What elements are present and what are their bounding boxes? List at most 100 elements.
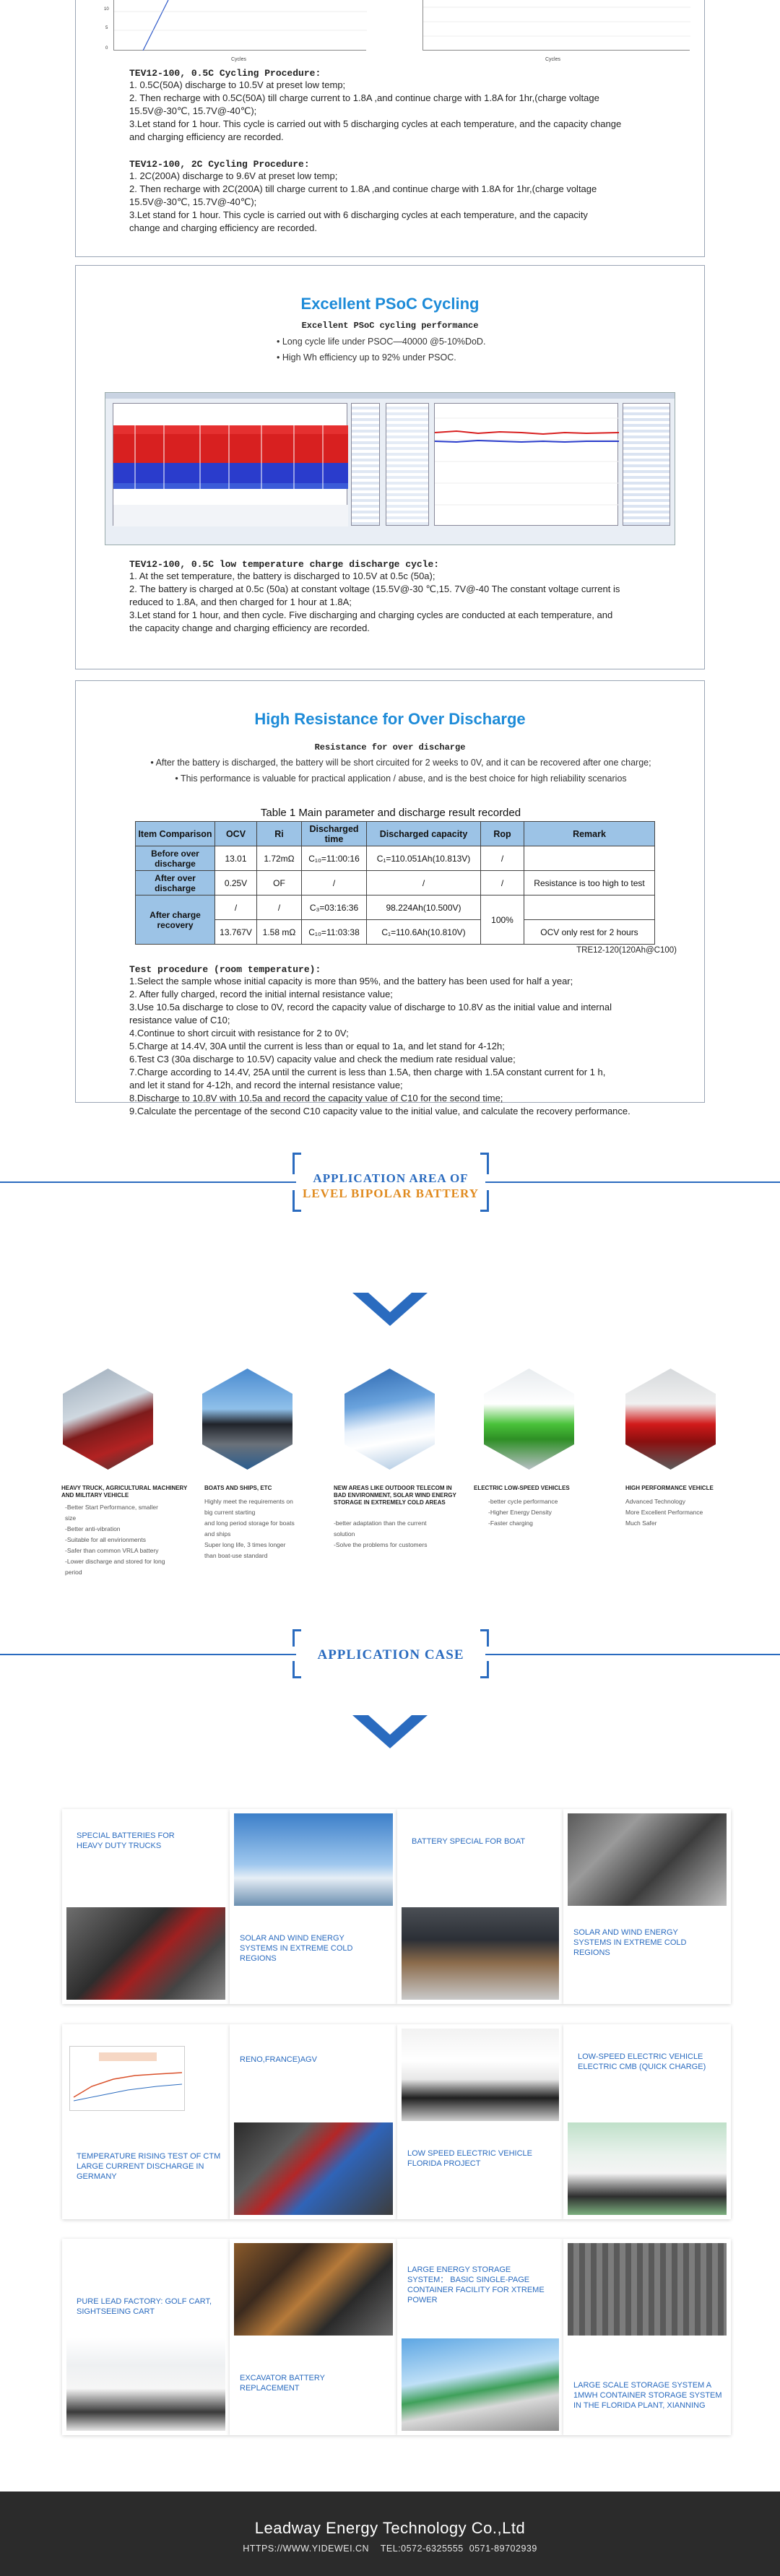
case-card[interactable]: EXCAVATOR BATTERY REPLACEMENT (230, 2239, 397, 2435)
procedure-line: 2. After fully charged, record the initi… (129, 989, 393, 999)
boat-photo (402, 1907, 559, 2000)
ship-image (202, 1369, 292, 1470)
app-area-title: ELECTRIC LOW-SPEED VEHICLES (474, 1485, 570, 1491)
table-cell: 0.25V (214, 870, 257, 895)
temperature-test-chart (69, 2046, 185, 2111)
procedure-2c: TEV12-100, 2C Cycling Procedure: 1. 2C(2… (129, 159, 693, 235)
procedure-line: 5.Charge at 14.4V, 30A until the current… (129, 1041, 505, 1051)
banner-rule-right (485, 1654, 780, 1655)
over-discharge-bullet: • After the battery is discharged, the b… (150, 758, 651, 768)
test-procedure: Test procedure (room temperature): 1.Sel… (129, 964, 700, 1118)
app-desc-line: Highly meet the requirements on big curr… (204, 1498, 293, 1516)
procedure-line: 1.Select the sample whose initial capaci… (129, 976, 573, 986)
case-card[interactable]: LOW SPEED ELECTRIC VEHICLE FLORIDA PROJE… (397, 2024, 563, 2219)
procedure-line: 2. Then recharge with 2C(200A) till char… (129, 183, 597, 194)
chevron-down-icon (352, 1293, 428, 1326)
left-y-tick: 0 (105, 46, 108, 51)
app-area-desc: -better cycle performance -Higher Energy… (488, 1496, 589, 1529)
battery-cabinet-photo (568, 1813, 727, 1906)
right-chart-lines (434, 417, 620, 506)
left-y-tick: 5 (105, 26, 108, 30)
banner-frame-bottom-left2 (292, 1676, 301, 1678)
app-desc-line: -Safer than common VRLA battery (65, 1547, 159, 1554)
container-facility-photo (402, 2338, 559, 2431)
banner-frame-top-left (292, 1629, 301, 1631)
procedure-line: 15.5V@-30℃, 15.7V@-40℃); (129, 196, 257, 207)
banner-frame-top-right (480, 1629, 489, 1631)
table-cell: C₃=03:16:36 (301, 895, 367, 920)
banner-frame-top-left (292, 1153, 301, 1155)
left-cycle-chart-plot (114, 0, 367, 51)
procedure-line: and charging efficiency are recorded. (129, 131, 284, 142)
case-card-label: EXCAVATOR BATTERY REPLACEMENT (240, 2374, 325, 2393)
case-card[interactable]: LARGE ENERGY STORAGE SYSTEM： BASIC SINGL… (397, 2239, 563, 2435)
psoc-bullet: • Long cycle life under PSOC—40000 @5-10… (277, 337, 486, 347)
left-y-tick: 10 (104, 7, 109, 12)
procedure-05c: TEV12-100, 0.5C Cycling Procedure: 1. 0.… (129, 68, 693, 144)
table-cell: / (256, 895, 302, 920)
procedure-line: 2. Then recharge with 0.5C(50A) till cha… (129, 92, 599, 103)
procedure-line: 6.Test C3 (30a discharge to 10.5V) capac… (129, 1054, 516, 1064)
table-header: Item Comparison (135, 821, 215, 846)
banner-frame-bottom-right (487, 1190, 489, 1212)
case-card[interactable]: LARGE SCALE STORAGE SYSTEM A 1MWH CONTAI… (563, 2239, 731, 2435)
case-card[interactable]: BATTERY SPECIAL FOR BOAT (397, 1809, 563, 2004)
app-area-desc: Highly meet the requirements on big curr… (204, 1496, 298, 1561)
case-card-label: PURE LEAD FACTORY: GOLF CART, SIGHTSEEIN… (77, 2297, 212, 2316)
case-card[interactable]: SOLAR AND WIND ENERGY SYSTEMS IN EXTREME… (563, 1809, 731, 2004)
table-header: Discharged time (301, 821, 367, 846)
table-cell: C₁₀=11:00:16 (301, 846, 367, 871)
procedure-line: 3.Use 10.5a discharge to close to 0V, re… (129, 1002, 612, 1012)
banner-frame-right (487, 1153, 489, 1174)
right-cycle-chart (422, 0, 690, 51)
case-card[interactable]: PURE LEAD FACTORY: GOLF CART, SIGHTSEEIN… (62, 2239, 230, 2435)
table-cell: After charge recovery (135, 895, 215, 945)
banner-frame-bottom-right2 (480, 1210, 489, 1212)
table-header: Discharged capacity (366, 821, 481, 846)
psoc-bullet: • High Wh efficiency up to 92% under PSO… (277, 352, 456, 363)
case-card[interactable]: SPECIAL BATTERIES FOR HEAVY DUTY TRUCKS (62, 1809, 230, 2004)
app-desc-line: -Suitable for all envirionments (65, 1536, 146, 1543)
chevron-down-icon (352, 1715, 428, 1748)
banner-frame-left (292, 1629, 295, 1647)
case-card[interactable]: TEMPERATURE RISING TEST OF CTM LARGE CUR… (62, 2024, 230, 2219)
over-discharge-subtitle: Resistance for over discharge (314, 742, 466, 753)
golf-cart-photo (66, 2337, 225, 2431)
white-ev-photo (402, 2029, 559, 2121)
case-card-label: LARGE SCALE STORAGE SYSTEM A 1MWH CONTAI… (573, 2381, 722, 2410)
psoc-procedure: TEV12-100, 0.5C low temperature charge d… (129, 559, 693, 635)
case-card-label: RENO,FRANCE)AGV (240, 2055, 317, 2064)
app-desc-line: -Better Start Performance, smaller size (65, 1504, 158, 1522)
case-card-label: BATTERY SPECIAL FOR BOAT (412, 1837, 526, 1846)
case-card[interactable]: RENO,FRANCE)AGV (230, 2024, 397, 2219)
screenshot-right-chart (434, 403, 620, 526)
case-card[interactable]: SOLAR AND WIND ENERGY SYSTEMS IN EXTREME… (230, 1809, 397, 2004)
wind-turbine-photo (234, 1813, 393, 1906)
table-cell: OCV only rest for 2 hours (524, 919, 655, 945)
psoc-subtitle: Excellent PSoC cycling performance (301, 321, 479, 331)
table-cell: Before over discharge (135, 846, 215, 871)
right-chart-xlabel: Cycles (545, 57, 561, 62)
app-desc-line: -better adaptation than the current solu… (334, 1519, 427, 1538)
app-area-desc: Advanced Technology More Excellent Perfo… (625, 1496, 727, 1529)
table-cell: / (214, 895, 257, 920)
table-cell: 13.01 (214, 846, 257, 871)
case-card[interactable]: LOW-SPEED ELECTRIC VEHICLE ELECTRIC CMB … (563, 2024, 731, 2219)
storage-container-photo (568, 2243, 727, 2336)
company-name: Leadway Energy Technology Co.,Ltd (254, 2519, 526, 2537)
banner-line2: LEVEL BIPOLAR BATTERY (303, 1187, 479, 1200)
table-cell: C₁=110.6Ah(10.810V) (366, 919, 481, 945)
app-desc-line: More Excellent Performance (625, 1509, 703, 1516)
sports-car-image (625, 1369, 716, 1470)
case-card-label: LOW-SPEED ELECTRIC VEHICLE ELECTRIC CMB … (578, 2052, 706, 2071)
banner-frame-bottom-right (487, 1661, 489, 1678)
procedure-title: TEV12-100, 0.5C Cycling Procedure: (129, 68, 321, 79)
screenshot-left-chart (113, 403, 348, 526)
app-area-title: NEW AREAS LIKE OUTDOOR TELECOM IN BAD EN… (334, 1485, 456, 1506)
procedure-line: 3.Let stand for 1 hour, and then cycle. … (129, 610, 613, 620)
table-cell: / (366, 870, 481, 895)
procedure-line: 7.Charge according to 14.4V, 25A until t… (129, 1067, 606, 1077)
banner-frame-left (292, 1153, 295, 1174)
over-discharge-title: High Resistance for Over Discharge (254, 710, 526, 728)
procedure-line: 9.Calculate the percentage of the second… (129, 1106, 630, 1116)
